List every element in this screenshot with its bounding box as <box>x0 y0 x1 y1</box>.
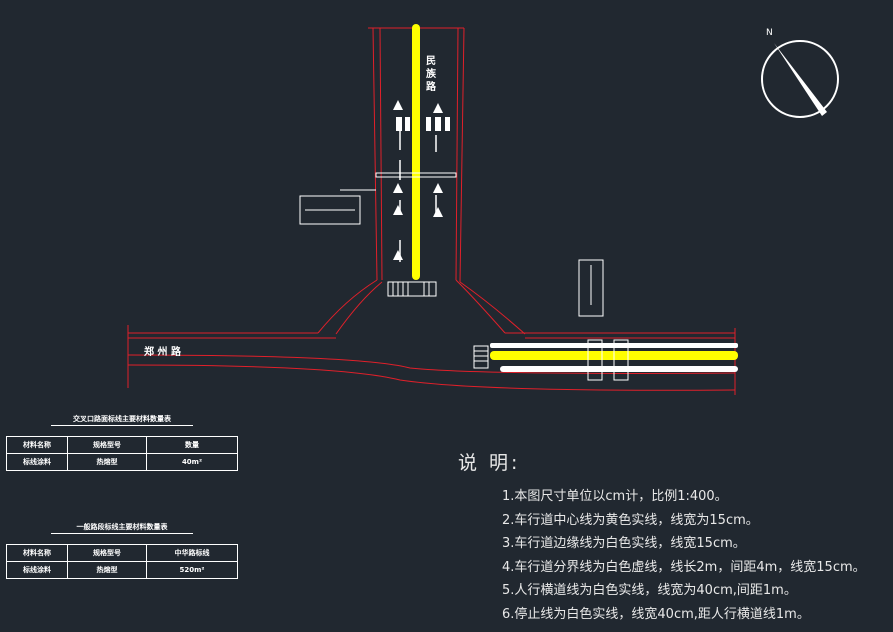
table2-header-spec: 规格型号 <box>67 544 147 562</box>
sign-box-right <box>578 259 604 317</box>
table2-title: 一般路段标线主要材料数量表 <box>51 522 193 534</box>
note-item: 1.本图尺寸单位以cm计，比例1:400。 <box>502 489 728 504</box>
table1-header-spec: 规格型号 <box>67 436 147 454</box>
table1-title: 交叉口路面标线主要材料数量表 <box>51 414 193 426</box>
crosswalk-east <box>473 339 629 381</box>
note-item: 5.人行横道线为白色实线，线宽为40cm,间距1m。 <box>502 583 797 598</box>
table2-cell-spec: 热熔型 <box>67 561 147 579</box>
mid-crossbar <box>375 172 457 178</box>
material-table-intersection: 交叉口路面标线主要材料数量表 材料名称 规格型号 数量 标线涂料 热熔型 40m… <box>6 414 238 471</box>
crosswalk-south <box>387 281 437 297</box>
table1-header-material: 材料名称 <box>6 436 68 454</box>
table2-cell-material: 标线涂料 <box>6 561 68 579</box>
vertical-road-edges <box>317 27 526 335</box>
table2-cell-quantity: 520m² <box>146 561 238 579</box>
note-item: 3.车行道边缘线为白色实线，线宽15cm。 <box>502 536 746 551</box>
table1-cell-quantity: 40m² <box>146 453 238 471</box>
table1-cell-material: 标线涂料 <box>6 453 68 471</box>
note-item: 4.车行道分界线为白色虚线，线长2m，间距4m，线宽15cm。 <box>502 559 866 575</box>
table2-header-material: 材料名称 <box>6 544 68 562</box>
compass-north-label: N <box>766 28 773 38</box>
table1-header-quantity: 数量 <box>146 436 238 454</box>
table2-header-road: 中华路标线 <box>146 544 238 562</box>
crosswalk-north <box>396 117 450 131</box>
note-item: 6.停止线为白色实线，线宽40cm,距人行横道线1m。 <box>502 606 810 622</box>
vertical-road-label: 民 族 路 <box>426 56 436 93</box>
notes-title: 说 明: <box>458 452 521 474</box>
table1-cell-spec: 热熔型 <box>67 453 147 471</box>
note-item: 2.车行道中心线为黄色实线，线宽为15cm。 <box>502 512 759 528</box>
vertical-center-line <box>412 24 420 280</box>
horizontal-road-edges <box>127 325 736 395</box>
lane-arrow-symbols <box>393 100 443 260</box>
material-table-general: 一般路段标线主要材料数量表 材料名称 规格型号 中华路标线 标线涂料 热熔型 5… <box>6 522 238 579</box>
notes-block: 说 明: 1.本图尺寸单位以cm计，比例1:400。 2.车行道中心线为黄色实线… <box>458 448 866 626</box>
sign-box-left <box>299 189 376 225</box>
horizontal-road-label: 郑 州 路 <box>144 347 181 358</box>
north-compass-icon <box>761 40 839 118</box>
